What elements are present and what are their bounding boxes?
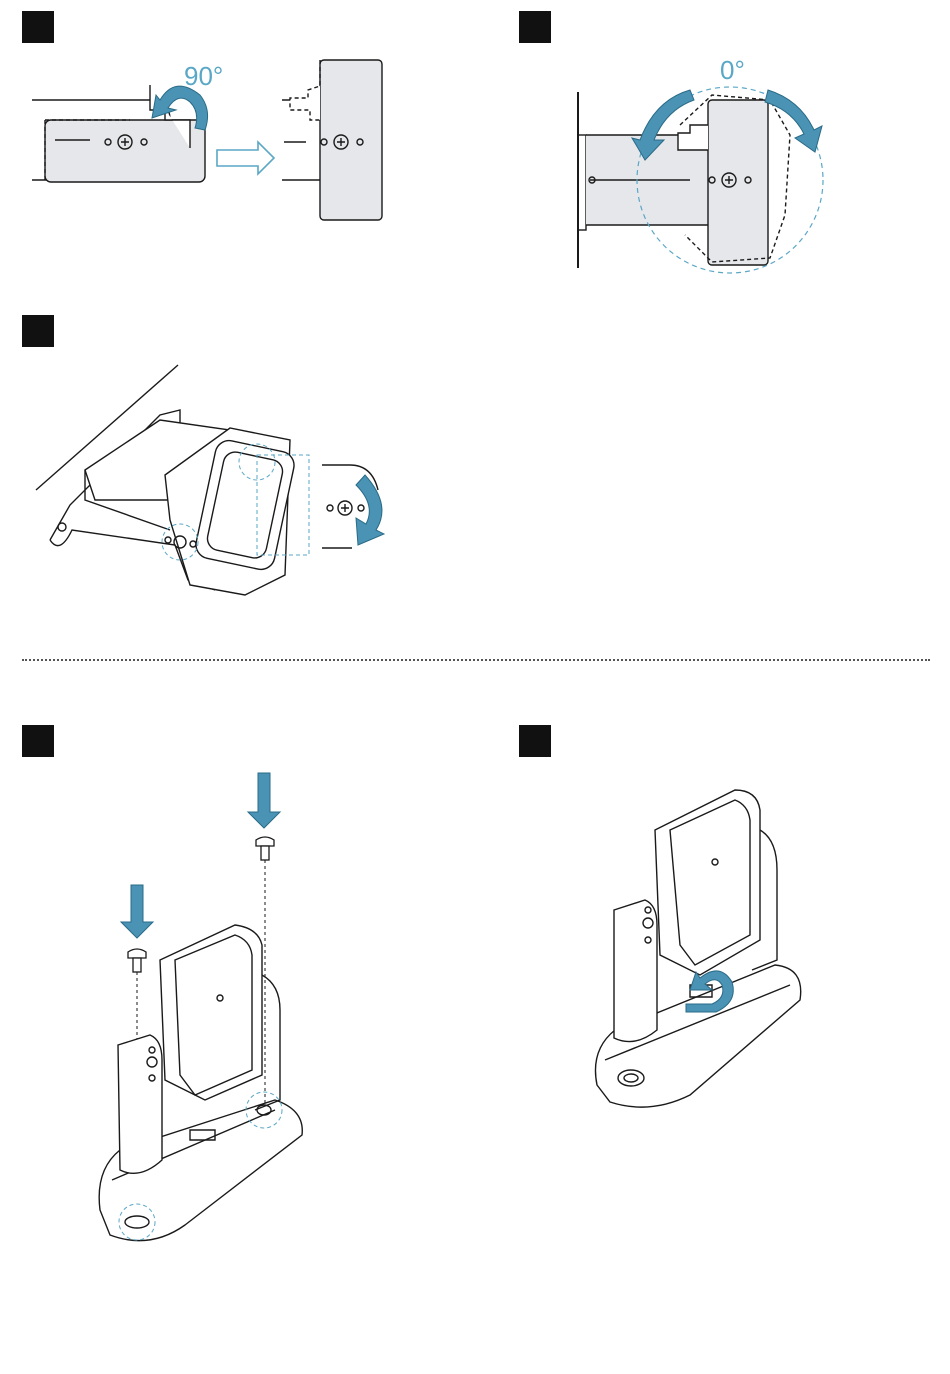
step-5-illustration [0, 0, 950, 1374]
